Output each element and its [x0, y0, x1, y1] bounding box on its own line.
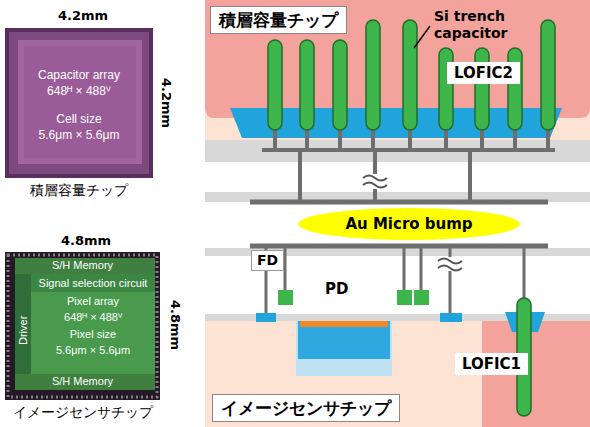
- chip-photo: S/H MemoryDriverS/H MemoryイメージセンサチップSign…: [5, 252, 160, 400]
- node-text: FD: [257, 252, 278, 269]
- micro-bump: Au Micro bump: [298, 208, 520, 240]
- node-text: 648ᴴ × 488ⱽ: [31, 311, 155, 324]
- dimension: 4.8mm: [167, 300, 183, 350]
- illustration-part: [205, 140, 590, 162]
- pixel-array: Signal selection circuitPixel array 648ᴴ …: [31, 274, 155, 374]
- trench-capacitors: [268, 20, 555, 130]
- node-text: LOFIC1: [462, 355, 521, 373]
- label-box: LOFIC2: [447, 62, 520, 84]
- illustration-part: [541, 20, 555, 130]
- chip-photo: Capacitor array 648ᴴ × 488ⱽCell size 5.6μm…: [5, 28, 153, 178]
- illustration-part: [296, 321, 392, 376]
- illustration-part: [366, 20, 380, 130]
- illustration-part: [5, 28, 153, 178]
- illustration-part: [444, 128, 448, 150]
- capacitor-chip-photo: [5, 28, 153, 178]
- part-label: PD: [325, 280, 348, 298]
- node-text: Driver: [17, 316, 30, 345]
- illustration-part: [305, 128, 309, 150]
- illustration-part: [273, 128, 277, 150]
- illustration-part: [18, 40, 142, 164]
- illustration-part: [268, 40, 282, 130]
- title-box: イメージセンサチップ: [212, 394, 400, 422]
- illustration-part: [513, 128, 517, 150]
- illustration-part: [438, 259, 462, 271]
- illustration-part: [403, 248, 406, 290]
- gates: [278, 290, 429, 305]
- illustration-part: [371, 128, 375, 150]
- illustration-part: [408, 128, 412, 150]
- illustration-part: [373, 150, 377, 174]
- illustration-part: [205, 202, 590, 248]
- illustration-part: [205, 0, 590, 118]
- illustration-part: [266, 248, 524, 314]
- illustration-part: [420, 248, 423, 290]
- node-text: S/H Memory: [5, 375, 160, 388]
- illustration-part: [262, 148, 555, 152]
- leader-line: [414, 26, 430, 48]
- illustration-part: [508, 48, 522, 130]
- illustration-part: [256, 313, 276, 322]
- illustration-part: [475, 48, 489, 130]
- illustration-part: [250, 200, 548, 205]
- illustration-part: [298, 321, 390, 359]
- chip-caption: イメージセンサチップ: [5, 404, 160, 421]
- dimension: 4.2mm: [158, 78, 174, 128]
- node-text: LOFIC2: [454, 64, 513, 82]
- node-text: Pixel size: [31, 328, 155, 341]
- cross-section: [205, 0, 590, 427]
- illustration-part: [333, 40, 347, 130]
- illustration-part: [5, 252, 160, 400]
- sensor-chip-photo: [5, 252, 160, 400]
- label-box: LOFIC1: [455, 353, 528, 375]
- illustration-part: [480, 128, 484, 150]
- node-text: Cell size: [5, 112, 153, 126]
- node-text: イメージセンサチップ: [221, 398, 391, 418]
- illustration-part: [300, 321, 388, 327]
- title-box: 積層容量チップ: [210, 6, 347, 34]
- illustration-part: [397, 290, 412, 305]
- node-text: 648ᴴ × 488ⱽ: [5, 84, 153, 98]
- illustration-part: [31, 274, 155, 292]
- callout-label: Si trench capacitor: [434, 8, 546, 42]
- illustration-part: [439, 48, 453, 130]
- node-text: Signal selection circuit: [31, 277, 155, 290]
- illustration-part: [414, 290, 429, 305]
- node-text: 5.6μm × 5.6μm: [5, 128, 153, 142]
- illustration-part: [205, 162, 590, 192]
- illustration-part: [449, 248, 452, 257]
- illustration-part: [546, 128, 550, 150]
- illustration-part: [15, 274, 31, 374]
- illustration-part: [262, 128, 555, 202]
- illustration-part: [523, 248, 526, 298]
- node-text: Capacitor array: [5, 68, 153, 82]
- illustration-part: [300, 40, 314, 130]
- node-text: 積層容量チップ: [219, 10, 338, 30]
- illustration-part: [31, 292, 155, 374]
- node-text: Pixel array: [31, 295, 155, 308]
- illustration-part: [205, 0, 590, 427]
- illustration-part: [250, 244, 548, 249]
- node-text: 5.6μm × 5.6μm: [31, 344, 155, 357]
- illustration-part: [449, 271, 452, 314]
- illustration-part: [440, 313, 462, 322]
- illustration-part: [205, 192, 590, 202]
- dimension: 4.8mm: [61, 233, 111, 249]
- chip-caption: 積層容量チップ: [5, 182, 153, 199]
- illustration-part: [403, 20, 417, 130]
- node-text: S/H Memory: [5, 259, 160, 272]
- node-text: Au Micro bump: [345, 215, 472, 233]
- illustration-part: [363, 176, 387, 188]
- illustration-part: [278, 290, 293, 305]
- illustration-part: [9, 32, 149, 174]
- dimension: 4.2mm: [58, 8, 108, 24]
- illustration-part: [338, 128, 342, 150]
- illustration-part: [468, 150, 472, 202]
- label-box: FD: [251, 250, 284, 271]
- illustration-part: [15, 258, 155, 390]
- illustration-part: [298, 150, 302, 202]
